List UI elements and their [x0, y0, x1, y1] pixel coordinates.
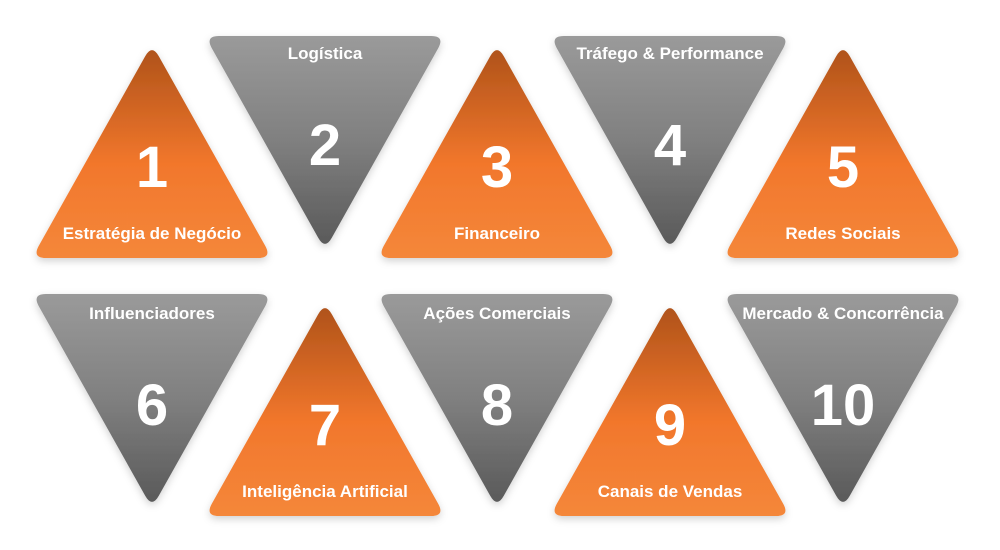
triangle-8-shape	[381, 294, 613, 502]
triangle-4-label: Tráfego & Performance	[576, 44, 764, 63]
triangle-5-number: 5	[826, 135, 860, 200]
triangle-7-number: 7	[308, 393, 342, 458]
triangle-5-shape	[727, 50, 959, 258]
triangle-9-number: 9	[653, 393, 687, 458]
triangle-2-number: 2	[308, 113, 342, 178]
triangle-6-number: 6	[135, 373, 169, 438]
triangle-1-shape	[36, 50, 268, 258]
triangle-8-number: 8	[480, 373, 514, 438]
triangle-9-shape	[554, 308, 786, 516]
triangle-10-number: 10	[810, 373, 876, 438]
triangle-8-label: Ações Comerciais	[423, 304, 571, 323]
triangle-4-number: 4	[653, 113, 687, 178]
triangle-7-label: Inteligência Artificial	[242, 482, 408, 501]
triangle-4-shape	[554, 36, 786, 244]
triangle-9-label: Canais de Vendas	[597, 482, 743, 501]
triangle-7-shape	[209, 308, 441, 516]
triangle-1-label: Estratégia de Negócio	[62, 224, 242, 243]
triangle-6-shape	[36, 294, 268, 502]
triangle-1-number: 1	[135, 135, 169, 200]
triangle-2-label: Logística	[287, 44, 363, 63]
triangle-10-shape	[727, 294, 959, 502]
triangle-6-label: Influenciadores	[89, 304, 215, 323]
triangle-3-shape	[381, 50, 613, 258]
triangle-10-label: Mercado & Concorrência	[742, 304, 944, 323]
triangle-3-number: 3	[480, 135, 514, 200]
triangle-2-shape	[209, 36, 441, 244]
triangle-5-label: Redes Sociais	[785, 224, 901, 243]
triangle-3-label: Financeiro	[454, 224, 540, 243]
